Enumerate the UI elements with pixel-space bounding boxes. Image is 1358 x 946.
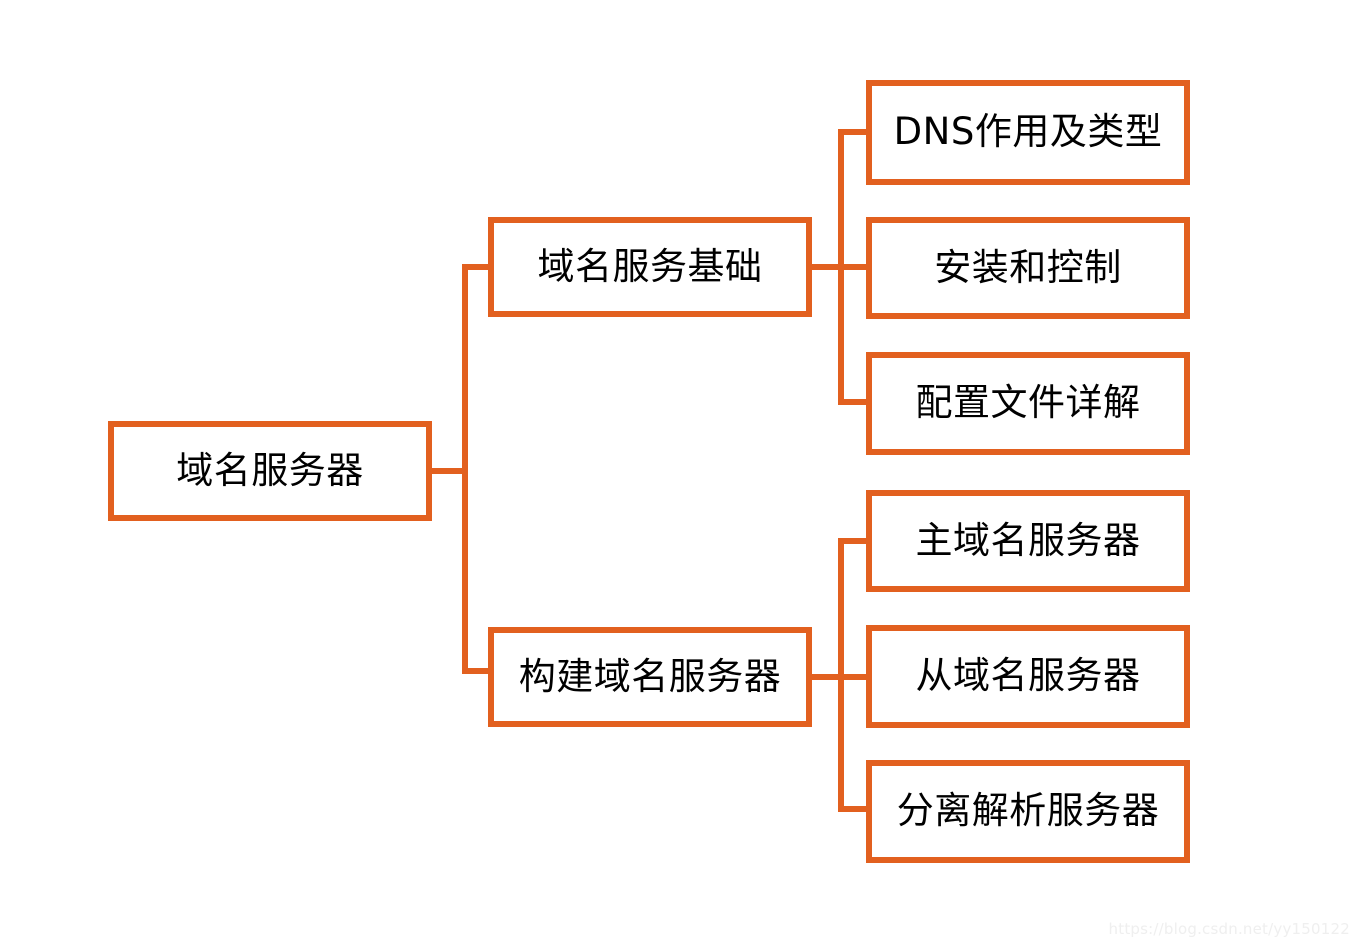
node-leaf-1-1-label: DNS作用及类型 bbox=[893, 110, 1163, 154]
node-branch-domain-name-service-basics[interactable]: 域名服务基础 bbox=[488, 217, 812, 317]
node-leaf-split-resolution-server[interactable]: 分离解析服务器 bbox=[866, 760, 1190, 863]
connector-branch-1-stub bbox=[810, 264, 844, 270]
connector-spine-root bbox=[462, 264, 468, 674]
node-leaf-2-1-label: 主域名服务器 bbox=[915, 518, 1141, 562]
connector-root-to-branch-1 bbox=[462, 264, 490, 270]
connector-root-to-branch-2 bbox=[462, 668, 490, 674]
node-leaf-master-name-server[interactable]: 主域名服务器 bbox=[866, 490, 1190, 592]
watermark-text: https://blog.csdn.net/yy150122 bbox=[1108, 920, 1350, 938]
node-leaf-slave-name-server[interactable]: 从域名服务器 bbox=[866, 625, 1190, 728]
node-branch-1-label: 域名服务基础 bbox=[537, 244, 763, 288]
connector-branch-1-to-leaf-2 bbox=[838, 264, 870, 270]
node-leaf-2-2-label: 从域名服务器 bbox=[915, 654, 1141, 698]
node-root[interactable]: 域名服务器 bbox=[108, 421, 432, 521]
connector-branch-2-to-leaf-2 bbox=[838, 674, 870, 680]
node-branch-build-domain-name-server[interactable]: 构建域名服务器 bbox=[488, 627, 812, 727]
connector-branch-2-to-leaf-3 bbox=[838, 806, 870, 812]
node-branch-2-label: 构建域名服务器 bbox=[518, 654, 782, 698]
node-leaf-1-3-label: 配置文件详解 bbox=[915, 381, 1141, 425]
connector-branch-2-to-leaf-1 bbox=[838, 538, 870, 544]
connector-root-stub bbox=[432, 468, 468, 474]
node-leaf-2-3-label: 分离解析服务器 bbox=[896, 789, 1160, 833]
node-leaf-config-file-details[interactable]: 配置文件详解 bbox=[866, 352, 1190, 455]
node-leaf-dns-role-and-types[interactable]: DNS作用及类型 bbox=[866, 80, 1190, 185]
node-leaf-install-and-control[interactable]: 安装和控制 bbox=[866, 217, 1190, 319]
node-root-label: 域名服务器 bbox=[176, 448, 364, 492]
connector-branch-2-stub bbox=[810, 674, 844, 680]
connector-branch-1-to-leaf-3 bbox=[838, 399, 870, 405]
node-leaf-1-2-label: 安装和控制 bbox=[934, 245, 1122, 289]
connector-branch-1-to-leaf-1 bbox=[838, 129, 870, 135]
